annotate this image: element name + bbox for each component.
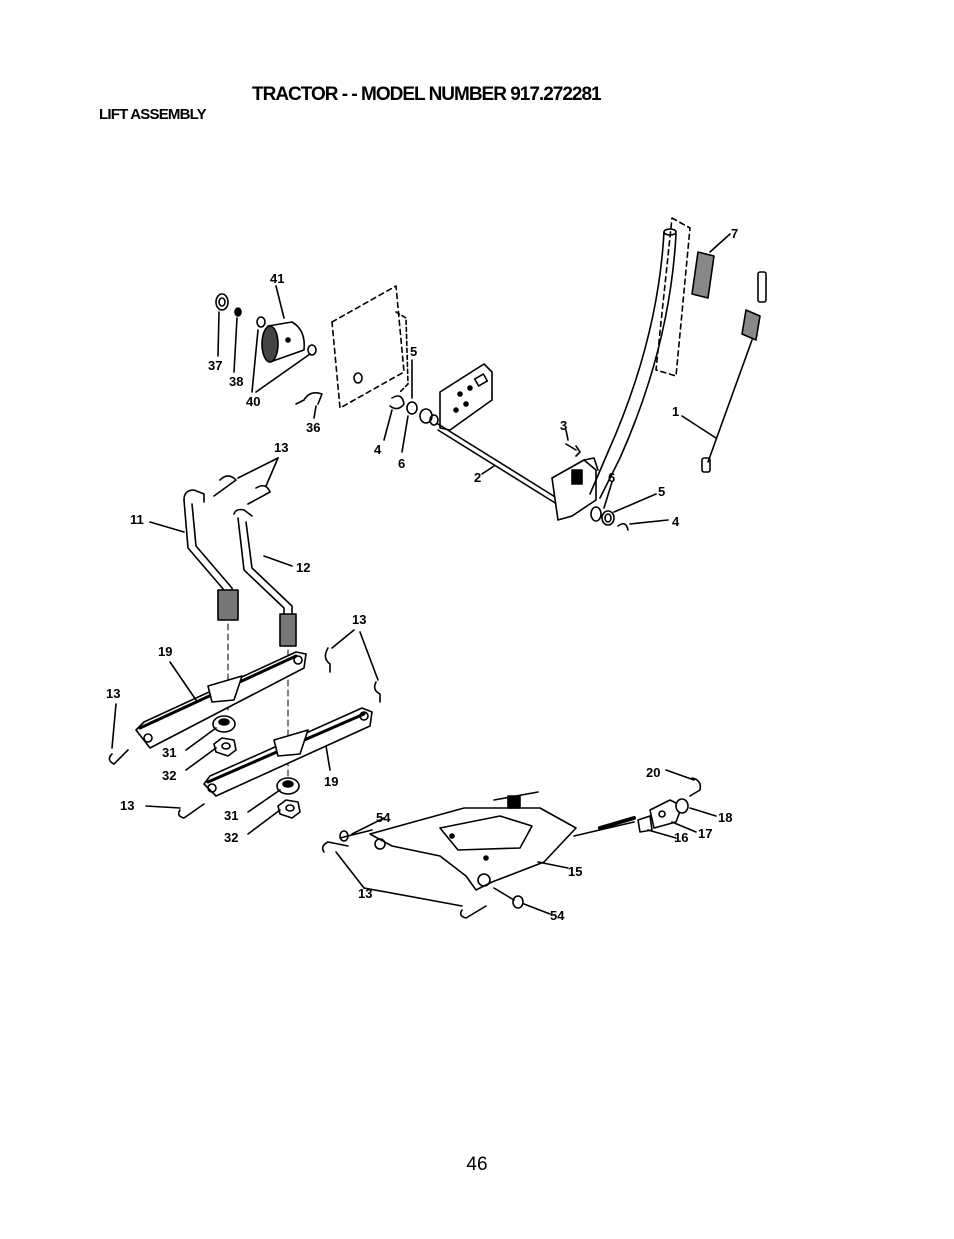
callout-6: 6 <box>398 456 405 471</box>
page-title: TRACTOR - - MODEL NUMBER 917.272281 <box>252 84 602 105</box>
callout-labels: 41 37 38 40 36 5 4 6 3 2 7 1 6 5 4 13 11… <box>106 226 738 923</box>
callout-17: 17 <box>698 826 712 841</box>
callout-38: 38 <box>229 374 243 389</box>
callout-5b: 5 <box>658 484 665 499</box>
callout-15: 15 <box>568 864 582 879</box>
section-title: LIFT ASSEMBLY <box>99 106 207 123</box>
callout-6b: 6 <box>608 470 615 485</box>
callout-4b: 4 <box>672 514 680 529</box>
callout-11: 11 <box>130 512 144 527</box>
callout-16: 16 <box>674 830 688 845</box>
lift-arms-group <box>108 629 381 835</box>
callout-7: 7 <box>731 226 738 241</box>
lift-lever-group <box>589 217 767 499</box>
callout-13b: 13 <box>352 612 366 627</box>
callout-12: 12 <box>296 560 310 575</box>
callout-36: 36 <box>306 420 320 435</box>
callout-54a: 54 <box>376 810 391 825</box>
lift-shaft-group <box>419 363 669 531</box>
callout-13e: 13 <box>358 886 372 901</box>
lift-frame-group <box>321 769 717 919</box>
callout-37: 37 <box>208 358 222 373</box>
lift-links-group <box>149 457 297 779</box>
callout-2: 2 <box>474 470 481 485</box>
callout-20: 20 <box>646 765 660 780</box>
callout-40: 40 <box>246 394 260 409</box>
callout-13c: 13 <box>106 686 120 701</box>
callout-4: 4 <box>374 442 382 457</box>
callout-32a: 32 <box>162 768 176 783</box>
callout-54b: 54 <box>550 908 565 923</box>
callout-13a: 13 <box>274 440 288 455</box>
callout-31a: 31 <box>162 745 176 760</box>
callout-31b: 31 <box>224 808 238 823</box>
callout-19b: 19 <box>324 774 338 789</box>
callout-5: 5 <box>410 344 417 359</box>
knob-group <box>215 285 418 453</box>
callout-19a: 19 <box>158 644 172 659</box>
page-number: 46 <box>466 1154 488 1175</box>
callout-32b: 32 <box>224 830 238 845</box>
callout-41: 41 <box>270 271 284 286</box>
callout-1: 1 <box>672 404 679 419</box>
callout-3: 3 <box>560 418 567 433</box>
callout-13d: 13 <box>120 798 134 813</box>
callout-18: 18 <box>718 810 732 825</box>
